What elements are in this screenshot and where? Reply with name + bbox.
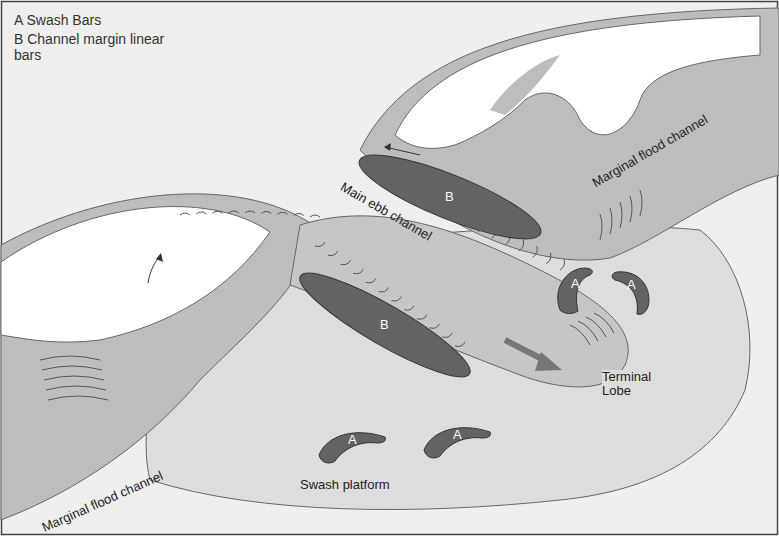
- legend-entry: A Swash Bars: [14, 12, 174, 28]
- bar-letter: A: [453, 428, 462, 441]
- flood-arrow: [148, 256, 160, 283]
- channel-label: Marginal flood channel: [590, 113, 710, 191]
- swash-bar: A: [605, 268, 653, 318]
- barrier-island-left: [1, 207, 270, 343]
- bar-outline: [424, 428, 491, 458]
- swash-bar: A: [420, 420, 495, 460]
- bedform-strokes: [40, 189, 642, 400]
- area-label: Terminal Lobe: [602, 370, 658, 399]
- bar-letter: A: [571, 277, 580, 290]
- swash-bar: A: [550, 265, 598, 315]
- bar-letter: B: [380, 318, 389, 331]
- tidal-creek: [490, 55, 560, 115]
- bar-outline: [319, 433, 386, 463]
- bar-outline: [290, 270, 479, 380]
- bar-shape: [605, 268, 653, 318]
- bar-shape: [550, 265, 598, 315]
- bar-letter: A: [348, 433, 357, 446]
- bar-outline: [612, 272, 649, 315]
- swash-bar: A: [315, 425, 390, 465]
- area-label: Swash platform: [300, 478, 390, 492]
- bar-outline: [351, 150, 549, 245]
- legend-entry: B Channel margin linear bars: [14, 31, 174, 63]
- channel-label: Marginal flood channel: [40, 469, 165, 535]
- flood-arrow-head: [384, 143, 391, 151]
- flood-arrow-head: [156, 253, 163, 262]
- barrier-island-upper: [395, 16, 760, 148]
- bar-outline: [558, 268, 593, 313]
- ebb-arrow-head: [535, 352, 562, 371]
- bar-letter: A: [627, 278, 636, 291]
- flood-channel-upper: [360, 8, 779, 260]
- channel-margin-bar: B: [285, 270, 485, 380]
- bar-letter: B: [445, 190, 454, 203]
